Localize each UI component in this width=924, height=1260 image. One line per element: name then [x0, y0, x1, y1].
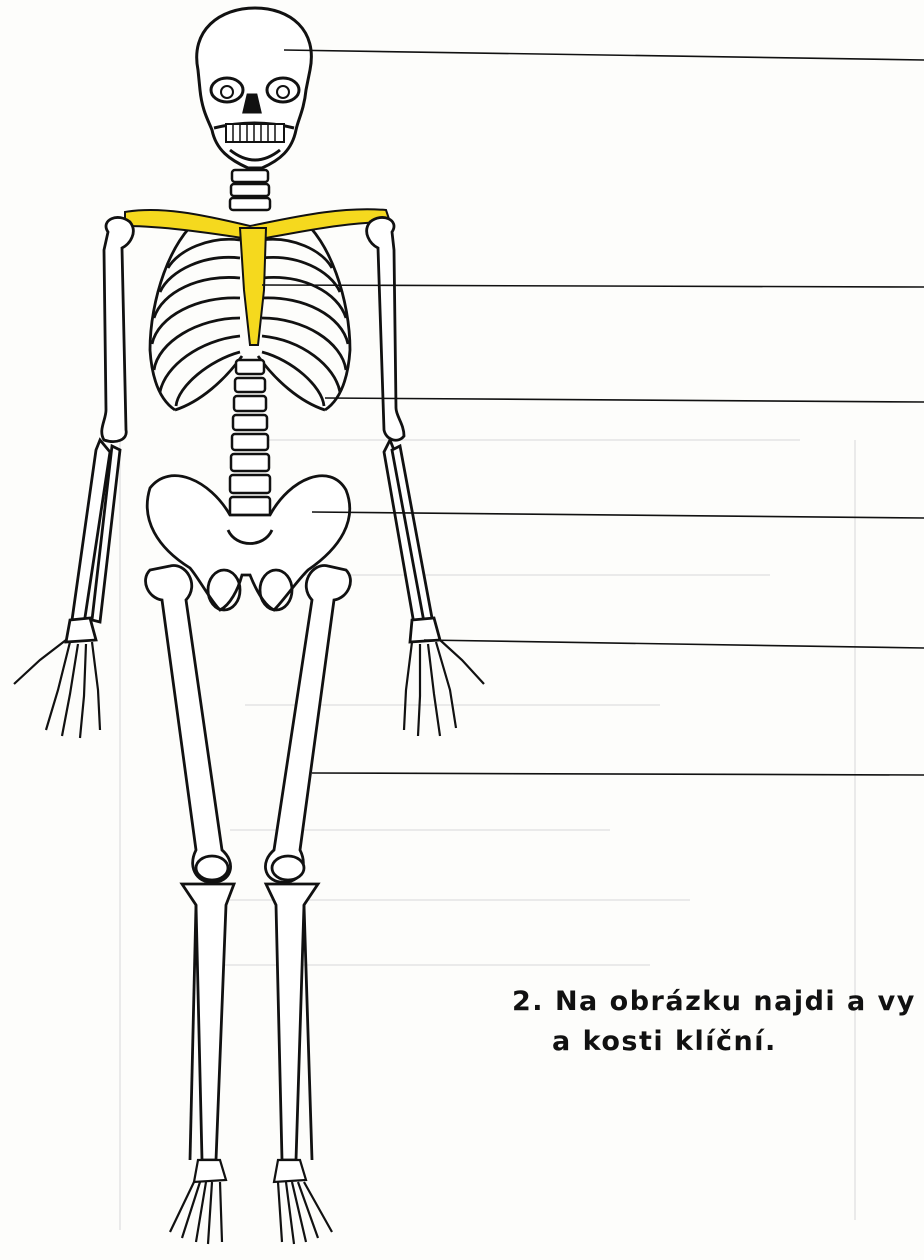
- exercise-prompt: Na obrázku najdi a vy: [555, 986, 916, 1017]
- hands: [14, 640, 484, 738]
- exercise-text: 2. Na obrázku najdi a vy a kosti klíční.: [512, 982, 924, 1062]
- cervical-spine: [230, 170, 270, 210]
- legs: [146, 566, 351, 1160]
- skull: [197, 8, 312, 168]
- answer-line-femur: [312, 773, 924, 775]
- spine: [230, 360, 270, 517]
- exercise-line-1: 2. Na obrázku najdi a vy: [512, 982, 924, 1022]
- answer-line-hand: [424, 640, 924, 648]
- exercise-line-2: a kosti klíční.: [512, 1022, 924, 1062]
- answer-line-skull: [284, 50, 924, 60]
- feet: [170, 1160, 332, 1244]
- answer-line-sternum: [262, 285, 924, 287]
- answer-line-ribs: [325, 398, 924, 402]
- answer-lines: [262, 50, 924, 775]
- exercise-number: 2.: [512, 986, 544, 1017]
- clavicle-highlight: [125, 209, 390, 345]
